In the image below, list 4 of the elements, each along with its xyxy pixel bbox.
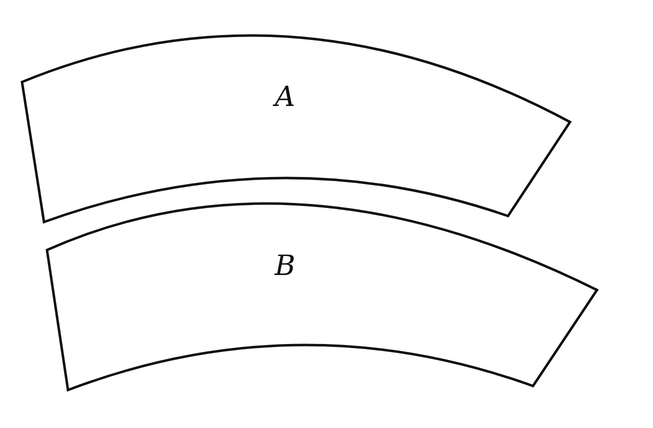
shape-label: B [274,250,296,282]
curved-band [45,203,599,392]
shape-label: A [274,81,296,113]
curved-band [20,35,572,225]
